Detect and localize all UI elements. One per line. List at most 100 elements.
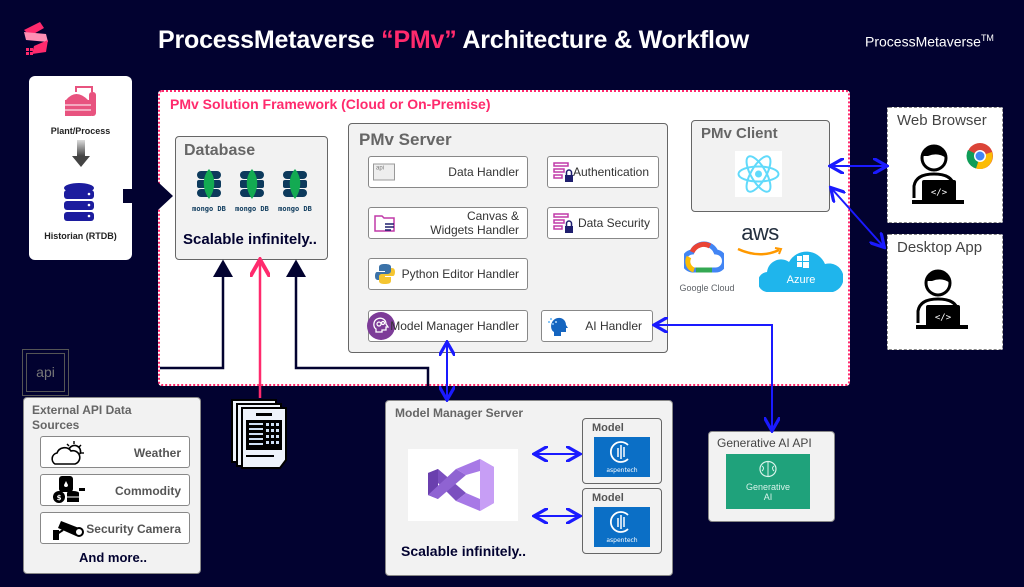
aspentech-text: aspentech (606, 467, 637, 474)
ai-head-icon (548, 317, 568, 336)
plant-icon (65, 86, 96, 116)
aws-smile-icon (737, 247, 783, 256)
pmv-client-box: PMv Client (691, 120, 830, 212)
mongodb-label: mongo DB (235, 205, 269, 213)
api-badge: api (22, 349, 69, 396)
title-suffix: Architecture & Workflow (456, 26, 750, 54)
lock-list-icon (553, 213, 573, 233)
source-weather[interactable]: Weather (40, 436, 190, 468)
mongodb-node: mongo DB (275, 169, 315, 213)
down-arrow-icon (72, 140, 90, 167)
desktop-app-box: Desktop App </> (887, 234, 1003, 350)
handler-label: Model Manager Handler (390, 319, 519, 333)
model-box[interactable]: Model aspentech (582, 418, 662, 484)
generative-ai-logo: Generative AI (726, 454, 810, 509)
api-icon: api (373, 163, 395, 181)
mongodb-icon (240, 169, 264, 199)
logo (20, 20, 52, 60)
database-title: Database (184, 142, 256, 159)
aspentech-text: aspentech (606, 537, 637, 544)
handler-label: Authentication (572, 165, 649, 179)
aws-text: aws (741, 220, 779, 245)
developer-user-icon: </> (912, 144, 964, 204)
visual-studio-icon (428, 459, 494, 511)
commodity-icon: $ (53, 476, 85, 503)
handler-label: Canvas & Widgets Handler (430, 209, 519, 237)
mongodb-icon (283, 169, 307, 199)
mongodb-label: mongo DB (192, 205, 226, 213)
handler-label: Data Security (577, 216, 650, 230)
api-badge-text: api (26, 353, 65, 392)
generative-ai-api: Generative AI API Generative AI (708, 431, 835, 522)
google-cloud-logo: Google Cloud (674, 240, 740, 300)
folder-icon (374, 215, 395, 232)
azure-cloud-icon (757, 251, 844, 293)
aspentech-icon: aspentech (606, 511, 638, 544)
aws-logo: aws (735, 222, 785, 256)
google-cloud-text: Google Cloud (679, 283, 735, 293)
database-scalable-note: Scalable infinitely.. (183, 231, 317, 248)
data-handler[interactable]: api Data Handler (368, 156, 528, 188)
source-label: Commodity (115, 484, 181, 498)
logo-icon (24, 22, 48, 55)
mongodb-node: mongo DB (189, 169, 229, 213)
chrome-icon (966, 143, 993, 170)
developer-user-icon: </> (916, 269, 968, 329)
model-title: Model (592, 492, 624, 504)
handler-label: Data Handler (448, 165, 519, 179)
mongodb-label: mongo DB (278, 205, 312, 213)
report-documents-icon (231, 399, 287, 469)
title-prefix: ProcessMetaverse (158, 26, 382, 54)
brand-label: ProcessMetaverseTM (865, 33, 994, 50)
model-manager-scalable-note: Scalable infinitely.. (401, 543, 527, 559)
handler-label: Python Editor Handler (401, 267, 519, 281)
desktop-app-title: Desktop App (897, 239, 983, 256)
source-label: Weather (133, 446, 181, 460)
historian-database-icon (64, 183, 94, 221)
azure-text: Azure (786, 274, 816, 286)
model-title: Model (592, 422, 624, 434)
canvas-widgets-handler[interactable]: Canvas & Widgets Handler (368, 207, 528, 239)
external-api-title: External API Data Sources (32, 403, 132, 432)
page-title: ProcessMetaverse “PMv” Architecture & Wo… (158, 26, 749, 55)
camera-icon (53, 521, 84, 540)
source-security-camera[interactable]: Security Camera (40, 512, 190, 544)
pmv-server-title: PMv Server (359, 130, 452, 149)
svg-text:$: $ (57, 494, 62, 502)
data-security-handler[interactable]: Data Security (547, 207, 659, 239)
web-browser-title: Web Browser (897, 112, 987, 129)
plant-historian-card: Plant/Process Historian (RTDB) (29, 76, 132, 260)
database-box: Database mongo DB mongo DB mongo DB Scal… (175, 136, 328, 260)
azure-logo: Azure (757, 246, 844, 294)
python-editor-handler[interactable]: Python Editor Handler (368, 258, 528, 290)
title-accent: “PMv” (381, 26, 457, 54)
weather-icon (51, 441, 84, 465)
aspentech-icon: aspentech (606, 441, 638, 474)
external-api-sources: External API Data Sources Weather $ Comm… (23, 397, 201, 574)
aspentech-logo: aspentech (594, 437, 650, 477)
source-commodity[interactable]: $ Commodity (40, 474, 190, 506)
plant-label: Plant/Process (50, 126, 111, 136)
handler-label: AI Handler (585, 319, 642, 333)
authentication-handler[interactable]: Authentication (547, 156, 659, 188)
brand-text: ProcessMetaverse (865, 33, 981, 50)
trademark: TM (980, 33, 994, 43)
brain-icon (759, 460, 777, 478)
web-browser-box: Web Browser </> (887, 107, 1003, 223)
ai-handler[interactable]: AI Handler (541, 310, 653, 342)
mongodb-node: mongo DB (232, 169, 272, 213)
source-label: Security Camera (86, 522, 181, 536)
react-logo (735, 151, 782, 197)
and-more-label: And more.. (79, 550, 147, 565)
model-box[interactable]: Model aspentech (582, 488, 662, 554)
framework-title: PMv Solution Framework (Cloud or On-Prem… (170, 96, 491, 112)
python-icon (375, 264, 395, 284)
lock-list-icon (553, 162, 573, 182)
generative-ai-title: Generative AI API (717, 436, 812, 450)
google-cloud-icon (681, 241, 727, 273)
visual-studio-logo (408, 449, 518, 521)
code-glyph: </> (935, 313, 952, 323)
aspentech-logo: aspentech (594, 507, 650, 547)
pmv-client-title: PMv Client (701, 125, 778, 142)
model-manager-handler[interactable]: Model Manager Handler (367, 310, 528, 342)
